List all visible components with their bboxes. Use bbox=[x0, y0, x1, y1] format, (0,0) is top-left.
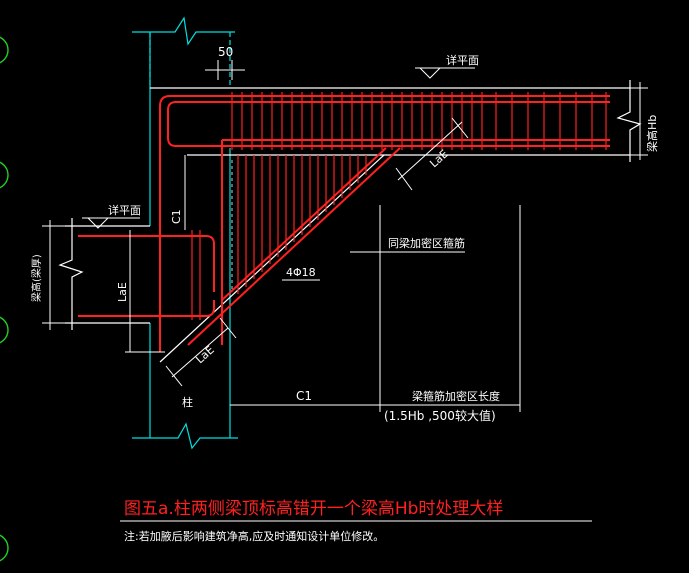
margin-markers bbox=[0, 36, 9, 562]
elevation-left-label: 详平面 bbox=[108, 203, 141, 217]
loe-diag-bottom-label: LaE bbox=[193, 343, 216, 366]
top-offset-label: 50 bbox=[218, 45, 233, 59]
margin-marker bbox=[0, 161, 9, 189]
upper-beam-outline bbox=[150, 80, 642, 162]
dimension-lines bbox=[42, 60, 648, 522]
column-label: 柱 bbox=[182, 395, 193, 409]
haunch-stirrups bbox=[237, 155, 367, 294]
rebar bbox=[78, 95, 610, 352]
dense-zone-length-label: 梁箍筋加密区长度 bbox=[412, 389, 500, 403]
c1-horizontal-label: C1 bbox=[296, 389, 312, 403]
haunch-outline bbox=[159, 154, 385, 363]
margin-marker bbox=[0, 316, 9, 344]
margin-marker bbox=[0, 36, 9, 64]
loe-left-label: LaE bbox=[116, 282, 129, 302]
elevation-top-label: 详平面 bbox=[446, 53, 479, 67]
upper-beam-stirrups bbox=[231, 92, 607, 150]
drawing-title: 图五a.柱两侧梁顶标高错开一个梁高Hb时处理大样 bbox=[124, 499, 503, 519]
c1-vertical-label: C1 bbox=[170, 209, 183, 224]
dense-zone-value-label: (1.5Hb ,500较大值) bbox=[384, 408, 496, 423]
margin-marker bbox=[0, 534, 9, 562]
beam-height-right-label: 梁高Hb bbox=[645, 115, 659, 152]
drawing-note: 注:若加腋后影响建筑净高,应及时通知设计单位修改。 bbox=[124, 529, 384, 543]
stirrup-zone-label: 同梁加密区箍筋 bbox=[388, 236, 465, 250]
diag-bars-label: 4Φ18 bbox=[286, 266, 316, 279]
lower-beam-stirrups bbox=[191, 230, 201, 320]
lower-beam-outline bbox=[58, 218, 150, 330]
beam-height-left-label: 梁高(梁厚) bbox=[30, 254, 43, 302]
